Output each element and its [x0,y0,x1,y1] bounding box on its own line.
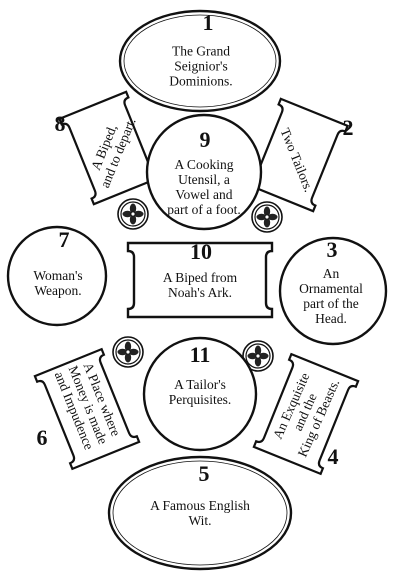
frame-7 [6,225,108,327]
frame-11 [142,336,258,452]
number-9: 9 [199,127,211,152]
text-9: A Cooking Utensil, a Vowel and part of a… [167,156,241,218]
rosette-lower-left [112,336,144,368]
number-3: 3 [326,237,338,262]
number-11: 11 [189,342,211,367]
rosette-upper-left [117,198,149,230]
frame-10 [126,241,274,319]
text-11: A Tailor's Perquisites. [168,376,232,407]
text-3: An Ornamental part of the Head. [299,265,363,327]
number-4: 4 [327,444,339,469]
text-5: A Famous English Wit. [150,497,250,528]
number-7: 7 [58,227,70,252]
frame-5 [107,455,293,571]
rosette-upper-right [251,201,283,233]
number-5: 5 [198,461,210,486]
frame-6 [33,347,141,471]
frame-2 [244,97,350,213]
text-1: The Grand Seignior's Dominions. [169,43,233,89]
frame-9 [145,113,263,231]
number-6: 6 [36,425,48,450]
text-7: Woman's Weapon. [33,267,83,298]
frame-1 [118,9,282,113]
text-10: A Biped from Noah's Ark. [162,269,238,300]
number-2: 2 [342,115,354,140]
frame-4 [252,352,360,476]
number-1: 1 [202,10,214,35]
frame-3 [278,236,388,346]
number-8: 8 [54,111,66,136]
number-10: 10 [190,239,212,264]
